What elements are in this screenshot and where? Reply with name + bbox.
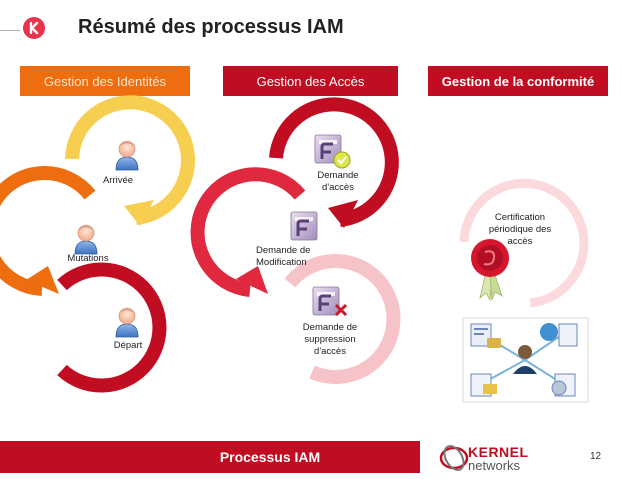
step-demande-modification: Demande de Modification (256, 245, 330, 269)
compliance-cycle (459, 178, 589, 308)
step-mutations: Mutations (67, 253, 109, 264)
access-cycle (190, 97, 401, 384)
delete-icon (334, 303, 348, 317)
page-number: 12 (590, 451, 602, 462)
user-icon (115, 140, 139, 171)
seal-icon (471, 239, 509, 302)
step-demande-suppression: Demande de suppression d'accès (296, 322, 364, 358)
brand-networks: networks (468, 458, 521, 473)
check-icon (333, 151, 351, 169)
brand-kernel: KERNEL (468, 444, 529, 460)
step-demande-suppression-line-2: suppression (304, 334, 356, 345)
step-demande-acces: Demande d'accès (308, 170, 368, 194)
step-demande-modification-line-2: Modification (256, 257, 307, 268)
tab-acces[interactable]: Gestion des Accès (223, 66, 398, 96)
step-demande-modification-line-1: Demande de (256, 245, 311, 256)
step-demande-suppression-line-3: d'accès (314, 346, 346, 357)
step-demande-acces-line-2: d'accès (322, 182, 354, 193)
kernel-networks-logo-icon (439, 445, 469, 471)
slide-title: Résumé des processus IAM (78, 16, 344, 38)
certification-line-2: périodique des (488, 224, 552, 235)
step-demande-acces-line-1: Demande (317, 170, 359, 181)
step-demande-suppression-line-1: Demande de (302, 322, 358, 333)
certification-line-3: accès (507, 236, 533, 247)
kernel-logo-icon (23, 17, 45, 39)
step-depart: Départ (113, 340, 143, 351)
tab-identites[interactable]: Gestion des Identités (20, 66, 190, 96)
form-icon (289, 210, 319, 242)
network-diagram-icon (462, 317, 589, 403)
certification-label: Certification périodique des accès (478, 212, 562, 248)
form-icon (311, 285, 341, 317)
footer-title: Processus IAM (219, 449, 321, 465)
footer-bar (0, 441, 420, 473)
step-arrivee: Arrivée (102, 175, 134, 186)
identity-cycle (0, 95, 195, 393)
certification-line-1: Certification (494, 212, 546, 223)
user-icon (115, 307, 139, 338)
tab-conformite[interactable]: Gestion de la conformité (428, 66, 608, 96)
user-icon (74, 224, 98, 255)
header-line (0, 30, 20, 31)
